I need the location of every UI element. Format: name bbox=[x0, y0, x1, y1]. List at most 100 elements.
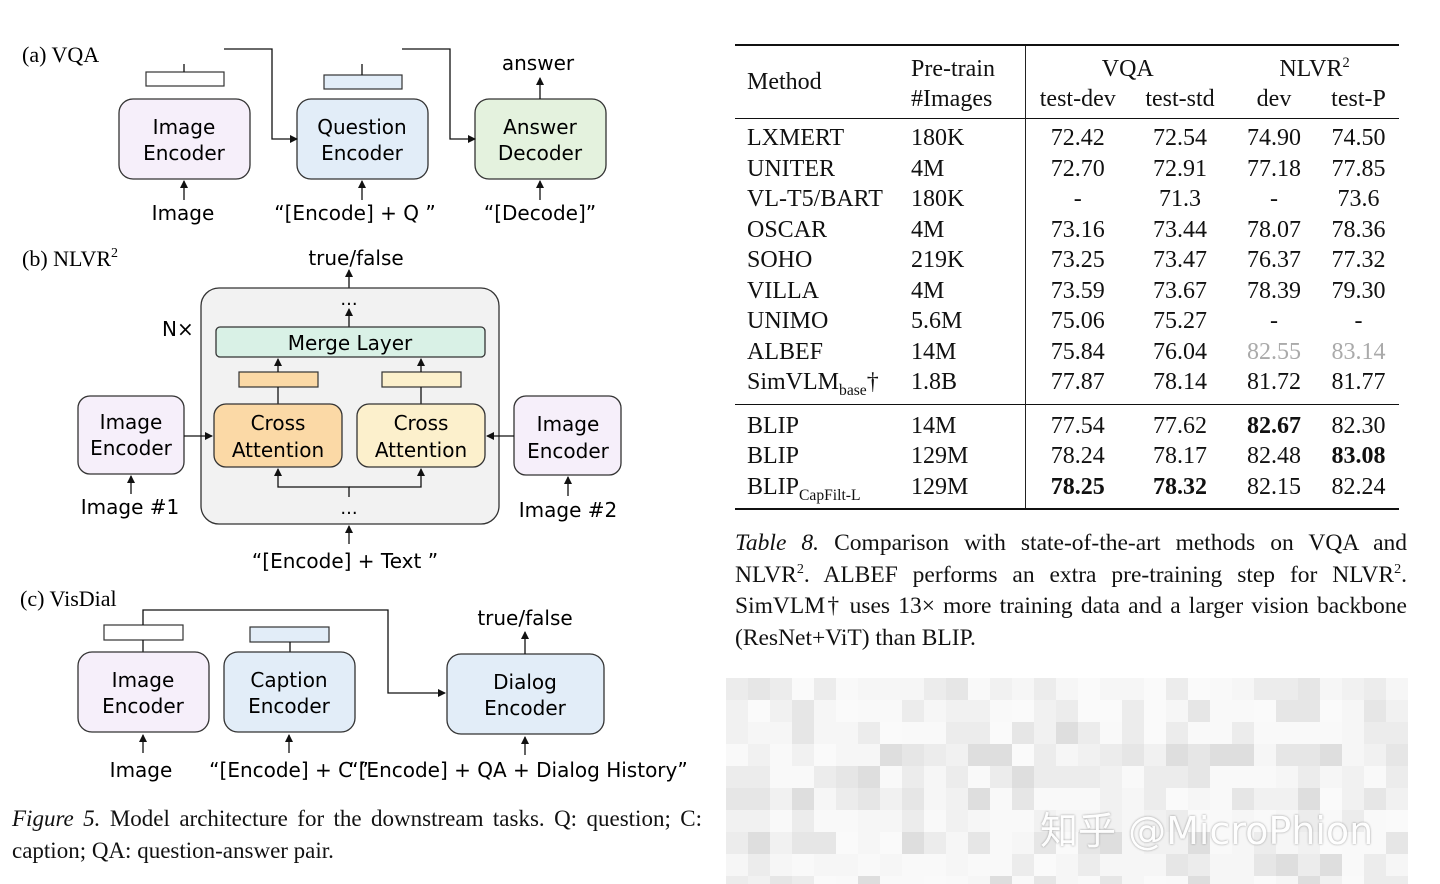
blur-cell bbox=[1320, 788, 1342, 810]
blur-cell bbox=[990, 678, 1012, 700]
blur-cell bbox=[924, 744, 946, 766]
blur-cell bbox=[792, 876, 814, 884]
blur-cell bbox=[902, 700, 924, 722]
blur-cell bbox=[1276, 832, 1298, 854]
blur-cell bbox=[1320, 744, 1342, 766]
blur-cell bbox=[1364, 744, 1386, 766]
blur-cell bbox=[748, 876, 770, 884]
cell-test-dev: 75.06 bbox=[1024, 306, 1130, 337]
blur-cell bbox=[990, 876, 1012, 884]
blur-cell bbox=[1034, 832, 1056, 854]
vqa-image-to-question-arrow bbox=[224, 48, 298, 143]
blur-cell bbox=[1320, 700, 1342, 722]
blur-cell bbox=[836, 766, 858, 788]
visdial-image-encoder-line2: Encoder bbox=[102, 694, 185, 718]
blur-cell bbox=[1166, 678, 1188, 700]
cell-images: 219K bbox=[911, 247, 965, 274]
cell-test-std: 78.17 bbox=[1153, 443, 1207, 470]
blur-cell bbox=[924, 788, 946, 810]
cell-method: BLIPCapFilt-L bbox=[747, 473, 861, 504]
blur-cell bbox=[1144, 700, 1166, 722]
blur-cell bbox=[836, 722, 858, 744]
blur-cell bbox=[1166, 766, 1188, 788]
figure-caption-text: Model architecture for the downstream ta… bbox=[12, 806, 702, 863]
blur-cell bbox=[1012, 766, 1034, 788]
blur-cell bbox=[1122, 700, 1144, 722]
blur-cell bbox=[792, 678, 814, 700]
blur-cell bbox=[1298, 854, 1320, 876]
blur-cell bbox=[946, 722, 968, 744]
cell-method: ALBEF bbox=[747, 338, 824, 365]
cell-test-std: 73.44 bbox=[1153, 216, 1207, 243]
nlvr-input-text: “[Encode] + Text ” bbox=[252, 549, 438, 573]
blur-cell bbox=[858, 722, 880, 744]
blur-cell bbox=[858, 832, 880, 854]
results-table: Method Pre-train VQA NLVR2 #Images test-… bbox=[735, 44, 1399, 510]
blur-cell bbox=[836, 788, 858, 810]
blur-cell bbox=[1012, 810, 1034, 832]
blur-cell bbox=[1034, 766, 1056, 788]
blur-cell bbox=[1144, 678, 1166, 700]
blur-cell bbox=[924, 854, 946, 876]
table-header-row: Method Pre-train VQA NLVR2 bbox=[735, 45, 1399, 95]
blur-cell bbox=[1144, 810, 1166, 832]
blur-cell bbox=[858, 678, 880, 700]
blur-cell bbox=[1254, 722, 1276, 744]
blur-cell bbox=[1188, 678, 1210, 700]
blur-cell bbox=[1100, 876, 1122, 884]
blur-cell bbox=[770, 766, 792, 788]
blur-cell bbox=[1254, 678, 1276, 700]
blur-cell bbox=[1276, 678, 1298, 700]
cross-left-feature-bar bbox=[238, 371, 319, 388]
header-test-p: test-P bbox=[1331, 86, 1386, 112]
blur-cell bbox=[1100, 722, 1122, 744]
blur-cell bbox=[1298, 678, 1320, 700]
blur-cell bbox=[880, 854, 902, 876]
blur-cell bbox=[1276, 854, 1298, 876]
visdial-caption-encoder-line1: Caption bbox=[250, 668, 327, 692]
blur-cell bbox=[1188, 788, 1210, 810]
blur-cell bbox=[1276, 766, 1298, 788]
blur-cell bbox=[1034, 788, 1056, 810]
blur-cell bbox=[792, 788, 814, 810]
header-test-std: test-std bbox=[1145, 86, 1215, 112]
blur-cell bbox=[1254, 700, 1276, 722]
blur-cell bbox=[1122, 766, 1144, 788]
blur-cell bbox=[1298, 832, 1320, 854]
blur-cell bbox=[1078, 678, 1100, 700]
blur-cell bbox=[990, 744, 1012, 766]
cell-test-std: 71.3 bbox=[1159, 186, 1201, 213]
blur-cell bbox=[748, 678, 770, 700]
blur-cell bbox=[1210, 854, 1232, 876]
blur-cell bbox=[770, 854, 792, 876]
vqa-input-decode: “[Decode]” bbox=[484, 201, 596, 225]
blur-cell bbox=[880, 876, 902, 884]
cell-images: 14M bbox=[911, 412, 957, 439]
cell-method: VILLA bbox=[747, 277, 819, 304]
blur-cell bbox=[902, 788, 924, 810]
blur-cell bbox=[902, 810, 924, 832]
blur-cell bbox=[990, 722, 1012, 744]
blur-cell bbox=[814, 876, 836, 884]
vqa-question-encoder bbox=[296, 98, 429, 180]
blur-cell bbox=[1144, 766, 1166, 788]
blur-cell bbox=[1056, 854, 1078, 876]
visdial-image-encoder-line1: Image bbox=[112, 668, 175, 692]
cell-test-std: 78.14 bbox=[1153, 369, 1207, 396]
blur-cell bbox=[726, 788, 748, 810]
blur-cell bbox=[1166, 722, 1188, 744]
cell-test-std: 72.54 bbox=[1153, 125, 1207, 152]
blur-cell bbox=[1342, 788, 1364, 810]
nlvr-text-to-right-arrow bbox=[349, 468, 425, 488]
blur-cell bbox=[902, 766, 924, 788]
blur-cell bbox=[1034, 854, 1056, 876]
blur-cell bbox=[726, 700, 748, 722]
blur-cell bbox=[1254, 788, 1276, 810]
blur-cell bbox=[1386, 876, 1408, 884]
vqa-image-encoder-line2: Encoder bbox=[143, 141, 226, 165]
blur-cell bbox=[1100, 744, 1122, 766]
